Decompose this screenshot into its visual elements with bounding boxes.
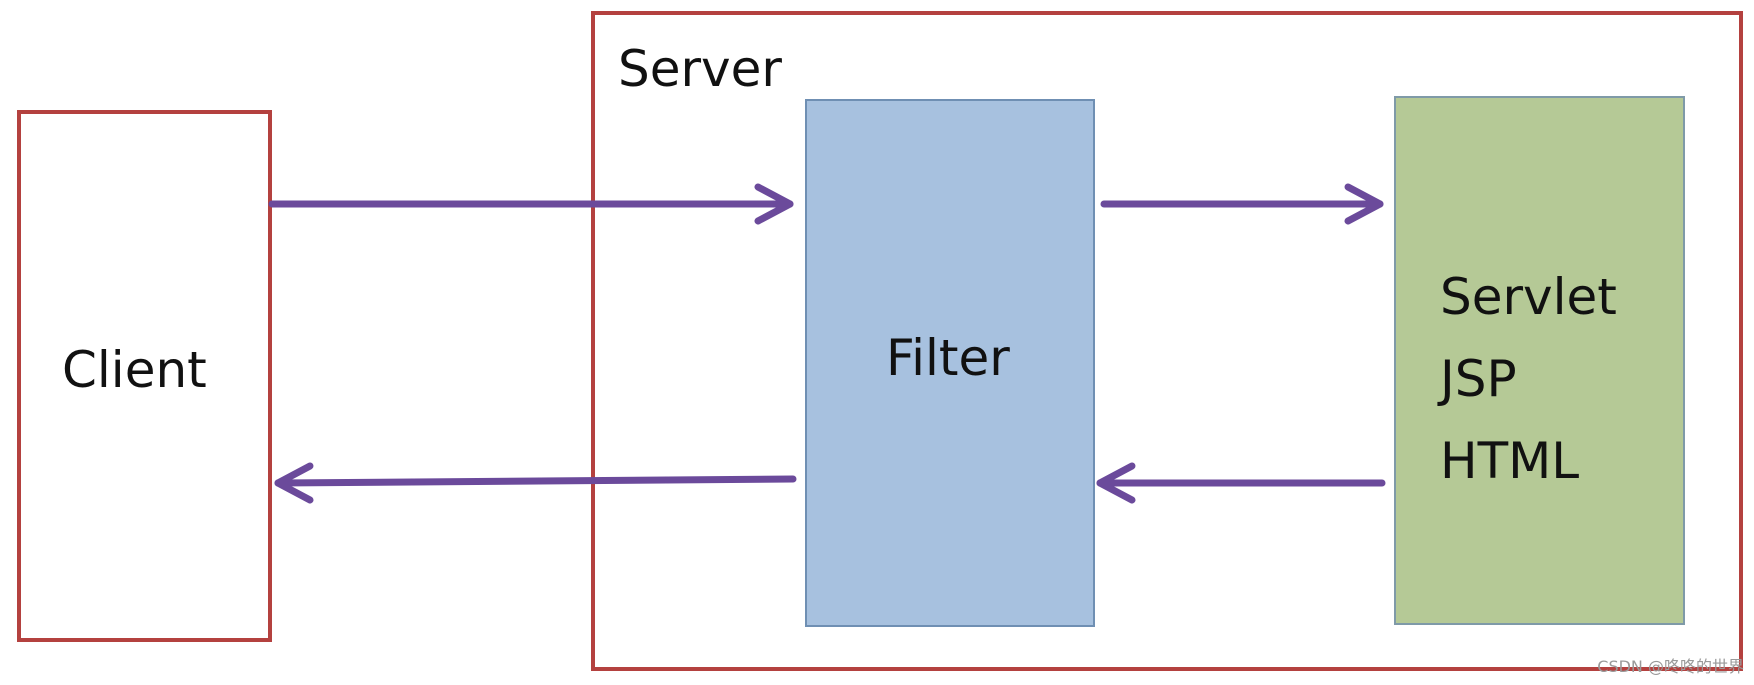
jsp-label: JSP: [1440, 350, 1517, 408]
filter-box: [805, 99, 1095, 627]
arrow-servlet-to-filter: [1096, 462, 1386, 504]
filter-label: Filter: [886, 329, 1010, 387]
watermark: CSDN @咚咚的世界: [1597, 657, 1744, 676]
arrow-filter-to-servlet: [1100, 183, 1384, 225]
server-label: Server: [618, 40, 782, 98]
servlet-box: [1394, 96, 1685, 625]
client-label: Client: [62, 341, 207, 399]
client-box: [17, 110, 272, 642]
server-container: [591, 11, 1743, 671]
html-label: HTML: [1440, 432, 1580, 490]
arrow-client-to-filter: [268, 183, 794, 225]
servlet-label: Servlet: [1440, 268, 1617, 326]
arrow-filter-to-client: [274, 462, 797, 504]
